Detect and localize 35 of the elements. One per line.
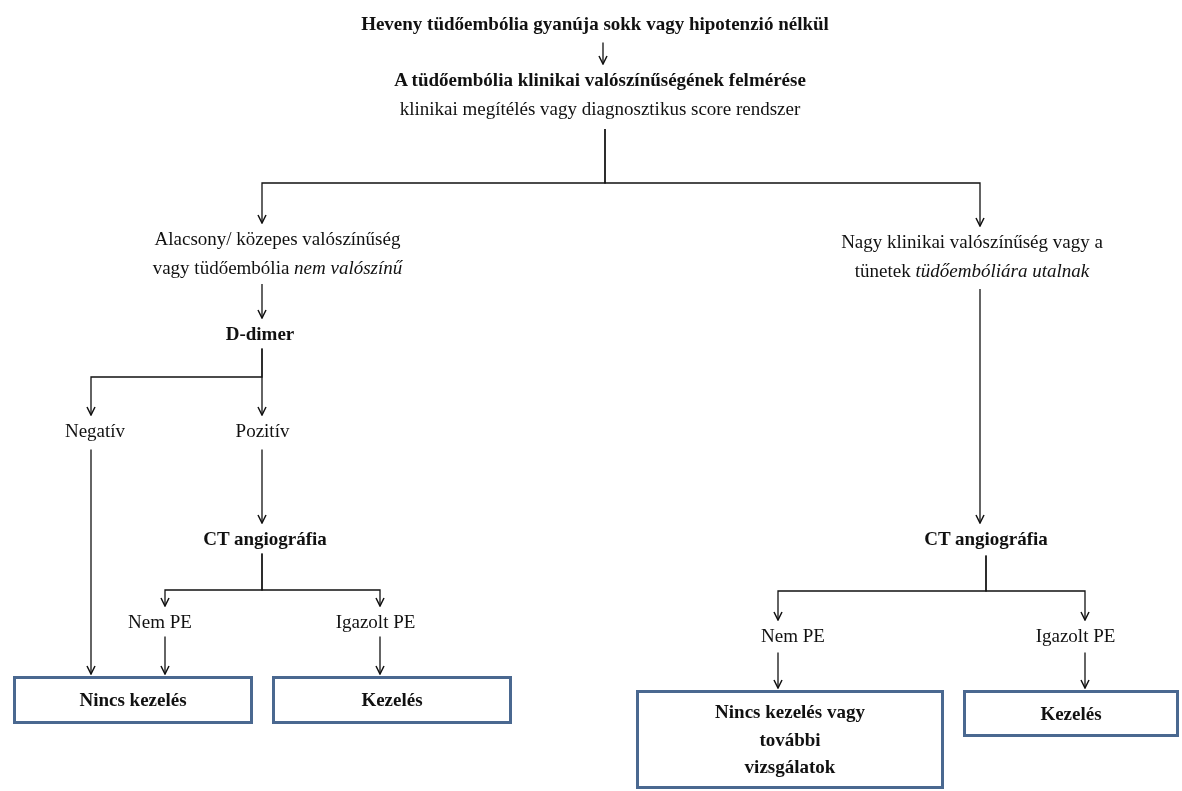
result-label: Negatív [35,417,155,446]
outcome-label: Nincs kezelés vagy további vizsgálatok [714,700,866,780]
test-label: D-dimer [180,320,340,349]
arrow [604,128,985,227]
arrow [985,554,1090,621]
step-description: klinikai megítélés vagy diagnosztikus score rendszer [399,96,801,121]
result-label: Nem PE [733,622,853,651]
outcome-label: Kezelés [360,688,424,713]
arrow [257,347,267,416]
outcome-box [272,676,512,724]
outcome-label: Kezelés [1039,701,1103,726]
branch-label: Alacsony/ közepes valószínűség vagy tüdőembólia nem valószínű [140,225,415,282]
arrow [598,41,608,65]
outcome-box [636,690,944,789]
result-label: Igazolt PE [1008,622,1143,651]
arrow [375,635,385,675]
arrow [975,288,985,524]
result-label: Igazolt PE [308,608,443,637]
arrow [257,283,267,319]
arrow [160,635,170,675]
arrow [261,552,385,607]
step-heading: A tüdőembólia klinikai valószínűségének felmérése [394,68,806,92]
test-label: CT angiográfia [886,525,1086,554]
result-label: Pozitív [200,417,325,446]
arrow [257,448,267,524]
arrow [773,651,783,689]
result-label: Nem PE [100,608,220,637]
test-label: CT angiográfia [165,525,365,554]
outcome-box [13,676,253,724]
outcome-box [963,690,1179,737]
start-label: Heveny tüdőembólia gyanúja sokk vagy hipotenzió nélkül [300,10,890,39]
outcome-label: Nincs kezelés [78,688,188,713]
arrow [1080,651,1090,689]
branch-label: Nagy klinikai valószínűség vagy a tünetek tüdőembóliára utalnak [822,228,1122,285]
arrow [86,448,96,675]
